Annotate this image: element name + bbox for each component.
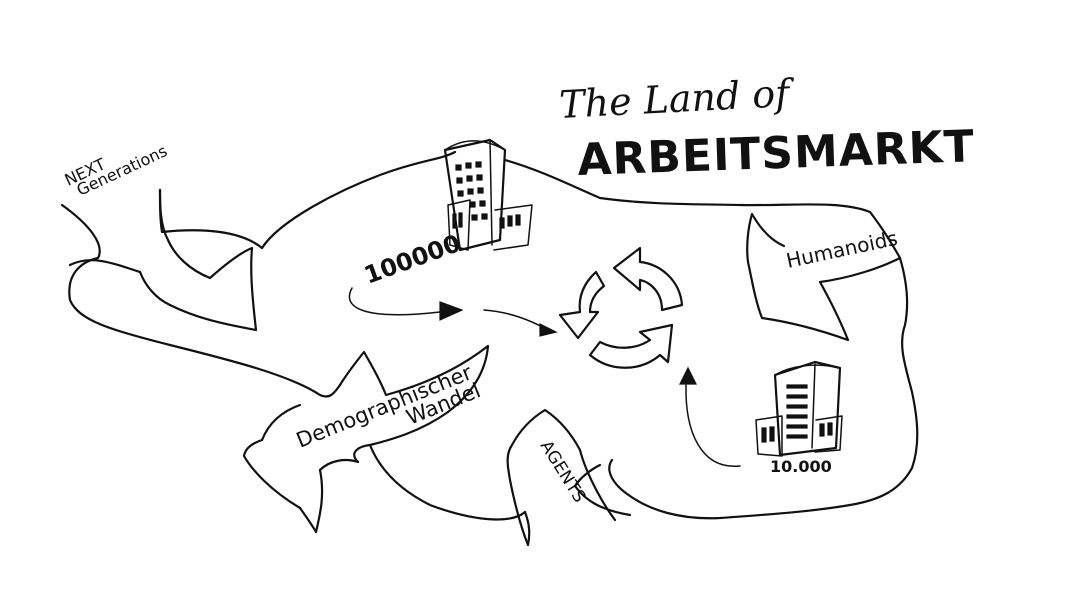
agents-arrow (506, 408, 632, 547)
title-block: The Land of ARBEITSMARKT (558, 71, 975, 186)
office-building-right-icon (755, 360, 843, 457)
next-generations-arrow (68, 188, 258, 332)
land-outline (60, 150, 919, 521)
title-line-2: ARBEITSMARKT (577, 121, 976, 186)
left-building-count: 100000 (360, 229, 464, 290)
flow-arrow-right (679, 366, 741, 467)
right-building-count: 10.000 (770, 457, 832, 476)
title-line-1: The Land of (558, 71, 796, 127)
demographic-label: Demographischer Wandel (293, 360, 484, 452)
humanoids-arrow (746, 210, 902, 342)
flow-arrow-left (348, 287, 558, 337)
office-building-left-icon (443, 138, 533, 252)
cycle-arrows-icon (558, 246, 684, 369)
next-generations-label: NEXT Generations (62, 141, 170, 199)
demographic-arrow (260, 344, 490, 534)
agents-label: AGENTS (536, 437, 590, 506)
